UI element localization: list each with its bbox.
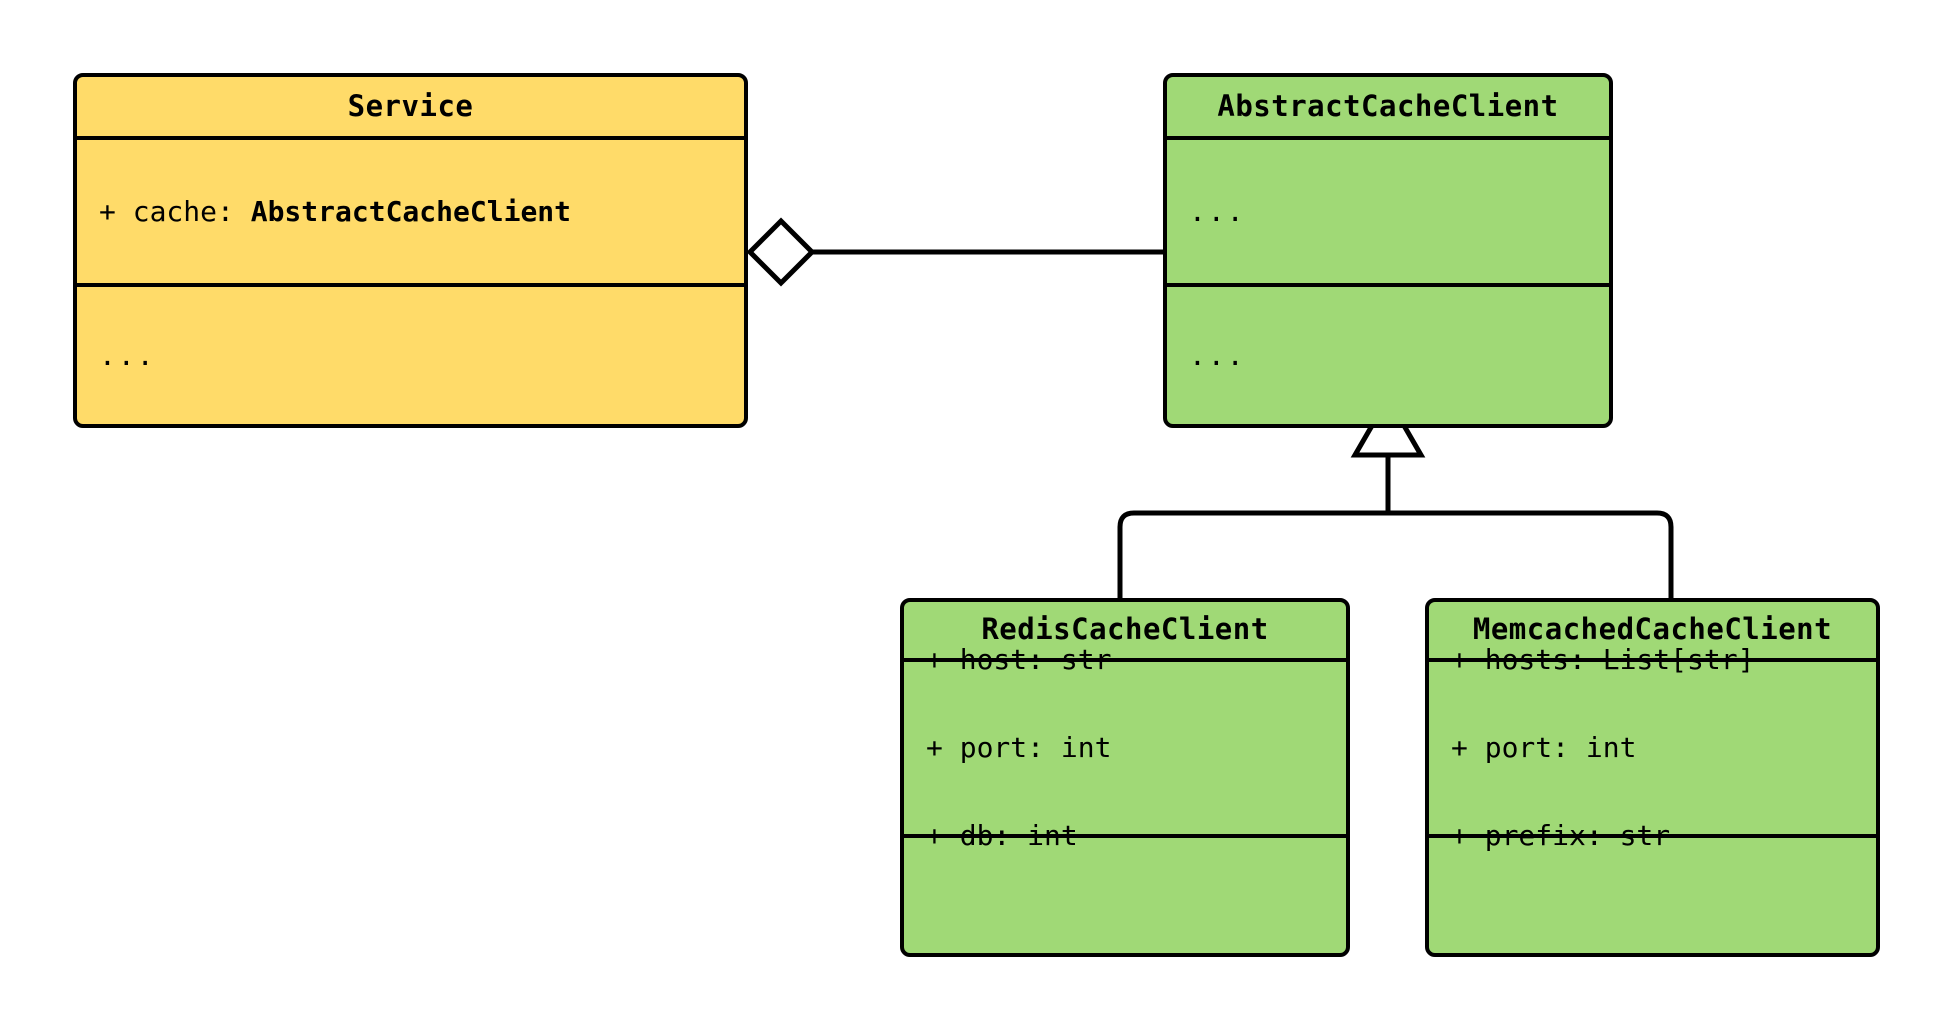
generalization-edge-subclasses-to-abstractcacheclient: [1117, 393, 1674, 598]
class-title-compartment-service: Service: [77, 77, 744, 140]
class-operations-compartment-service: ...: [77, 287, 744, 424]
attribute-list-service: + cache: AbstractCacheClient: [77, 140, 744, 284]
attribute-row-hosts: + hosts: List[str]: [1451, 643, 1755, 676]
class-attributes-compartment-rediscacheclient: + host: str + port: int + db: int: [904, 644, 1346, 852]
attribute-name-cache: + cache:: [99, 194, 251, 228]
attribute-row-host: + host: str: [926, 643, 1112, 676]
class-attributes-compartment-service: + cache: AbstractCacheClient: [77, 140, 744, 287]
class-operations-compartment-rediscacheclient: [904, 838, 1346, 953]
class-name-memcachedcacheclient: MemcachedCacheClient: [1472, 612, 1833, 647]
aggregation-edge-service-to-abstractcacheclient: [746, 217, 1163, 287]
class-operations-compartment-memcachedcacheclient: [1429, 838, 1876, 953]
class-box-service[interactable]: Service + cache: AbstractCacheClient ...: [73, 73, 748, 428]
attributes-ellipsis-abstractcacheclient: ...: [1189, 194, 1246, 228]
class-attributes-compartment-memcachedcacheclient: + hosts: List[str] + port: int + prefix:…: [1429, 644, 1876, 852]
class-box-memcachedcacheclient[interactable]: MemcachedCacheClient + hosts: List[str] …: [1425, 598, 1880, 957]
class-box-abstractcacheclient[interactable]: AbstractCacheClient ... ...: [1163, 73, 1613, 428]
attribute-list-rediscacheclient: + host: str + port: int + db: int: [904, 602, 1346, 908]
attribute-row-cache: + cache: AbstractCacheClient: [99, 194, 744, 228]
class-name-abstractcacheclient: AbstractCacheClient: [1217, 88, 1559, 123]
attribute-row-port: + port: int: [926, 731, 1112, 764]
class-title-compartment-rediscacheclient: RedisCacheClient: [904, 602, 1346, 662]
class-title-compartment-memcachedcacheclient: MemcachedCacheClient: [1429, 602, 1876, 662]
class-attributes-compartment-abstractcacheclient: ...: [1167, 140, 1609, 287]
attribute-type-cache: AbstractCacheClient: [250, 194, 572, 228]
operations-ellipsis-service: ...: [99, 338, 156, 372]
class-operations-compartment-abstractcacheclient: ...: [1167, 287, 1609, 424]
class-box-rediscacheclient[interactable]: RedisCacheClient + host: str + port: int…: [900, 598, 1350, 957]
attribute-row-port: + port: int: [1451, 731, 1637, 764]
attribute-list-memcachedcacheclient: + hosts: List[str] + port: int + prefix:…: [1429, 602, 1876, 908]
attribute-row-db: + db: int: [926, 819, 1078, 852]
attribute-row-prefix: + prefix: str: [1451, 819, 1671, 852]
class-name-rediscacheclient: RedisCacheClient: [981, 612, 1269, 647]
class-name-service: Service: [347, 88, 474, 123]
class-title-compartment-abstractcacheclient: AbstractCacheClient: [1167, 77, 1609, 140]
operations-ellipsis-abstractcacheclient: ...: [1189, 338, 1246, 372]
